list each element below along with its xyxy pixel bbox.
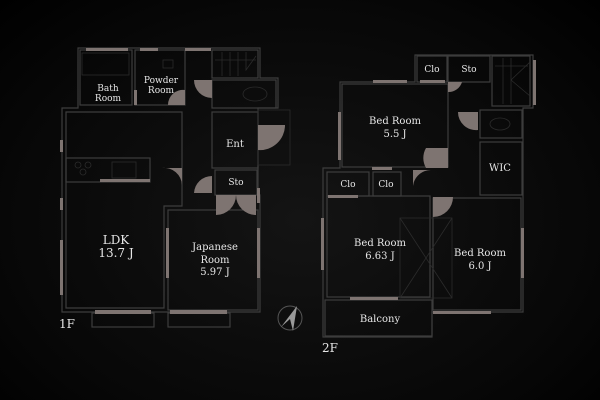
room-label-bedroom-2: Bed Room	[354, 238, 406, 249]
room-label-japanese: Japanese	[191, 242, 238, 253]
room-size-bedroom-2: 6.63 J	[365, 251, 394, 262]
second-floor	[321, 54, 536, 338]
room-label-closet-right: Clo	[378, 180, 393, 190]
room-label-bath: Bath	[97, 84, 119, 94]
room-label-bath-2: Room	[95, 94, 122, 104]
room-size-ldk: 13.7 J	[98, 246, 134, 260]
room-size-japanese: 5.97 J	[200, 267, 229, 278]
room-label-wic: WIC	[489, 163, 511, 174]
room-label-storage-2f: Sto	[461, 65, 476, 75]
room-label-closet-top: Clo	[424, 65, 439, 75]
room-label-bedroom-1: Bed Room	[369, 116, 421, 127]
room-label-powder-2: Room	[148, 86, 175, 96]
first-floor	[60, 47, 291, 328]
room-label-balcony: Balcony	[360, 314, 401, 325]
room-size-bedroom-3: 6.0 J	[468, 261, 491, 272]
room-label-ldk: LDK	[103, 233, 131, 247]
room-label-storage: Sto	[228, 178, 243, 188]
north-arrow-icon	[277, 305, 303, 331]
room-label-japanese-2: Room	[200, 255, 230, 266]
room-label-entrance: Ent	[226, 139, 244, 150]
room-label-powder: Powder	[144, 76, 179, 86]
floor-label-2f: 2F	[322, 341, 338, 355]
room-label-closet-left: Clo	[340, 180, 355, 190]
room-size-bedroom-1: 5.5 J	[383, 129, 406, 140]
room-label-bedroom-3: Bed Room	[454, 248, 506, 259]
floor-label-1f: 1F	[59, 317, 75, 331]
